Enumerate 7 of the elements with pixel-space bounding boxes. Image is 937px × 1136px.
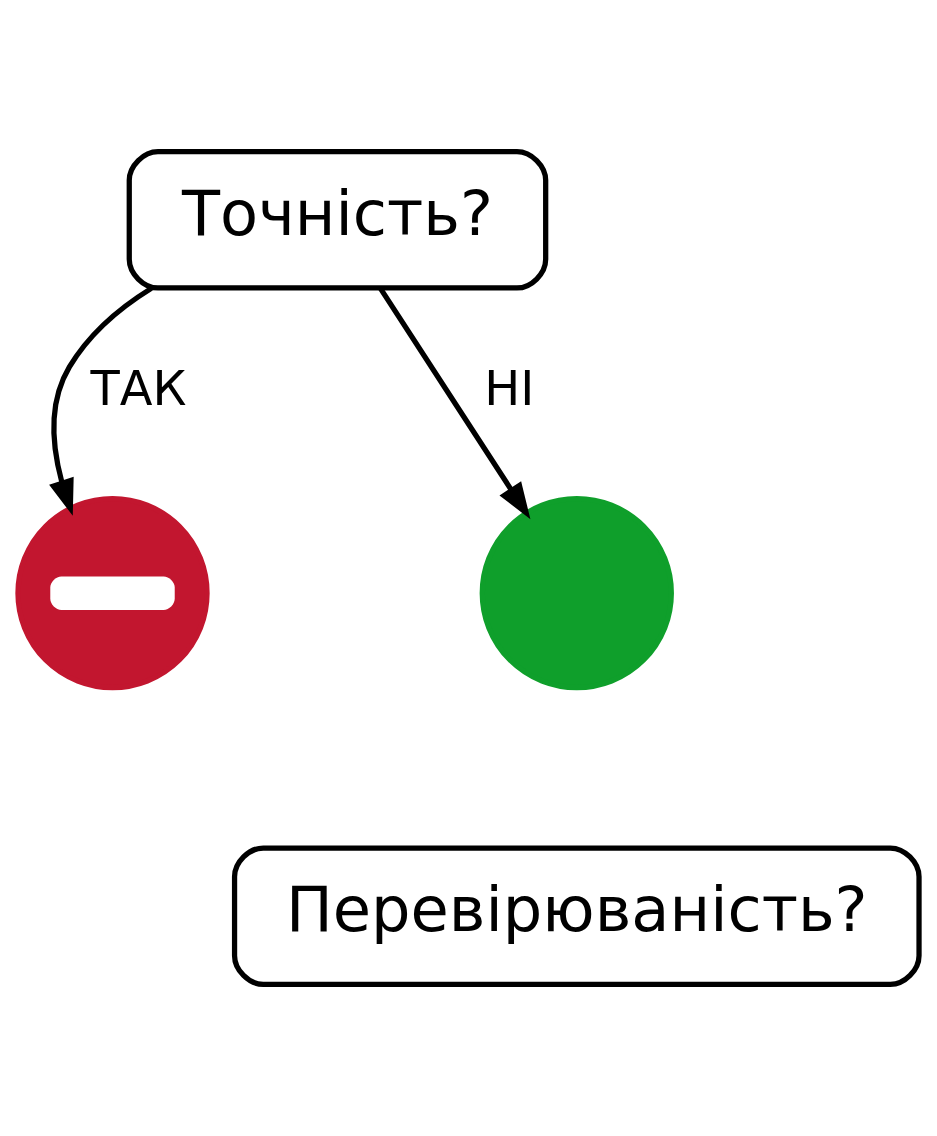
edge-label: НІ: [484, 361, 535, 417]
edge-label: ТАК: [90, 361, 187, 417]
node-box: Точність?: [126, 148, 549, 291]
node-box: Перевірюваність?: [231, 845, 922, 988]
arrow: [49, 286, 153, 516]
node-circle: [15, 495, 210, 691]
node-circle: [479, 495, 674, 691]
